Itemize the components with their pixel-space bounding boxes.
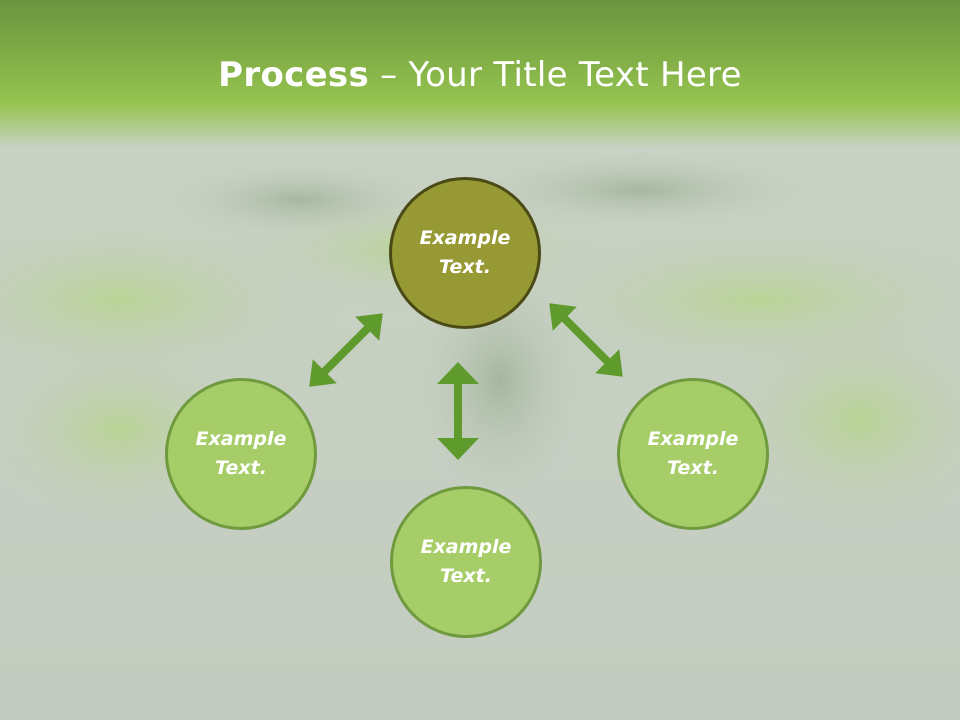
node-top-line2: Text. (439, 256, 491, 278)
right-double-arrow (549, 303, 623, 377)
title-rest: – Your Title Text Here (369, 55, 742, 95)
node-left: Example Text. (165, 378, 317, 530)
node-bottom-line1: Example (420, 536, 512, 558)
node-right-line1: Example (647, 428, 739, 450)
node-bottom: Example Text. (390, 486, 542, 638)
node-right: Example Text. (617, 378, 769, 530)
slide-title: Process – Your Title Text Here (0, 50, 960, 100)
title-bar (0, 0, 960, 148)
node-left-line1: Example (195, 428, 287, 450)
node-top: Example Text. (389, 177, 541, 329)
node-top-line1: Example (419, 227, 511, 249)
title-bold: Process (218, 55, 370, 95)
vertical-double-arrow (437, 362, 479, 460)
node-right-line2: Text. (667, 457, 719, 479)
left-double-arrow (309, 313, 383, 387)
node-left-line2: Text. (215, 457, 267, 479)
node-bottom-line2: Text. (440, 565, 492, 587)
